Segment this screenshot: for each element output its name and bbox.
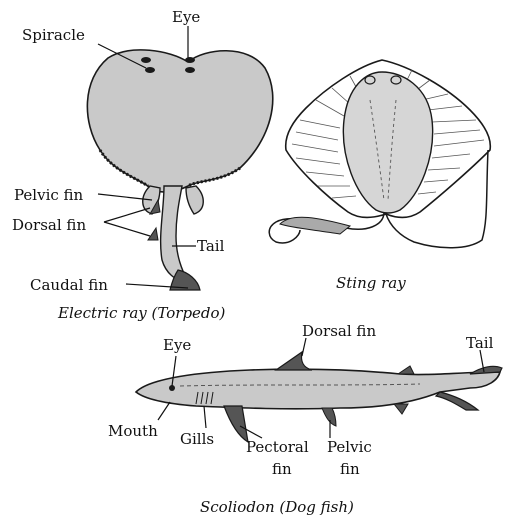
dog-fish-anal-fin xyxy=(394,404,408,414)
dog-fish-pelvic-fin xyxy=(322,408,336,426)
sting-ray-figure: Sting ray xyxy=(269,60,490,292)
er-spiracle-label: Spiracle xyxy=(22,26,85,44)
df-gills-label: Gills xyxy=(180,430,214,448)
er-tail-label: Tail xyxy=(197,237,225,255)
dog-fish-pectoral-fin xyxy=(224,406,248,442)
df-mouth-label: Mouth xyxy=(108,422,158,440)
electric-ray-tail xyxy=(161,186,188,282)
dog-fish-figure: Eye Dorsal fin Tail Mouth Gills Pectoral… xyxy=(108,322,502,516)
df-pelvic-label-2: fin xyxy=(340,460,360,478)
er-caption: Electric ray (Torpedo) xyxy=(57,304,226,322)
df-pelvic-label-1: Pelvic xyxy=(327,438,372,456)
dog-fish-body xyxy=(136,369,500,409)
er-pelvic-fin-label: Pelvic fin xyxy=(14,186,84,204)
dog-fish-dorsal-fin xyxy=(276,352,312,370)
df-tail-label: Tail xyxy=(466,334,494,352)
sting-ray-tail-band xyxy=(280,217,350,234)
electric-ray-figure: Eye Spiracle Pelvic fin Dorsal fin Tail … xyxy=(12,8,273,322)
df-caption: Scoliodon (Dog fish) xyxy=(200,498,354,516)
df-pectoral-label-2: fin xyxy=(272,460,292,478)
df-pectoral-label-1: Pectoral xyxy=(246,438,309,456)
dog-fish-second-dorsal-fin xyxy=(398,366,414,374)
er-caudal-fin-label: Caudal fin xyxy=(30,276,108,294)
sr-caption: Sting ray xyxy=(336,274,406,292)
df-eye-label: Eye xyxy=(163,336,191,354)
df-dorsal-fin-label: Dorsal fin xyxy=(302,322,376,340)
electric-ray-body xyxy=(87,50,272,192)
er-dorsal-fin-label: Dorsal fin xyxy=(12,216,86,234)
er-eye-label: Eye xyxy=(172,8,200,26)
